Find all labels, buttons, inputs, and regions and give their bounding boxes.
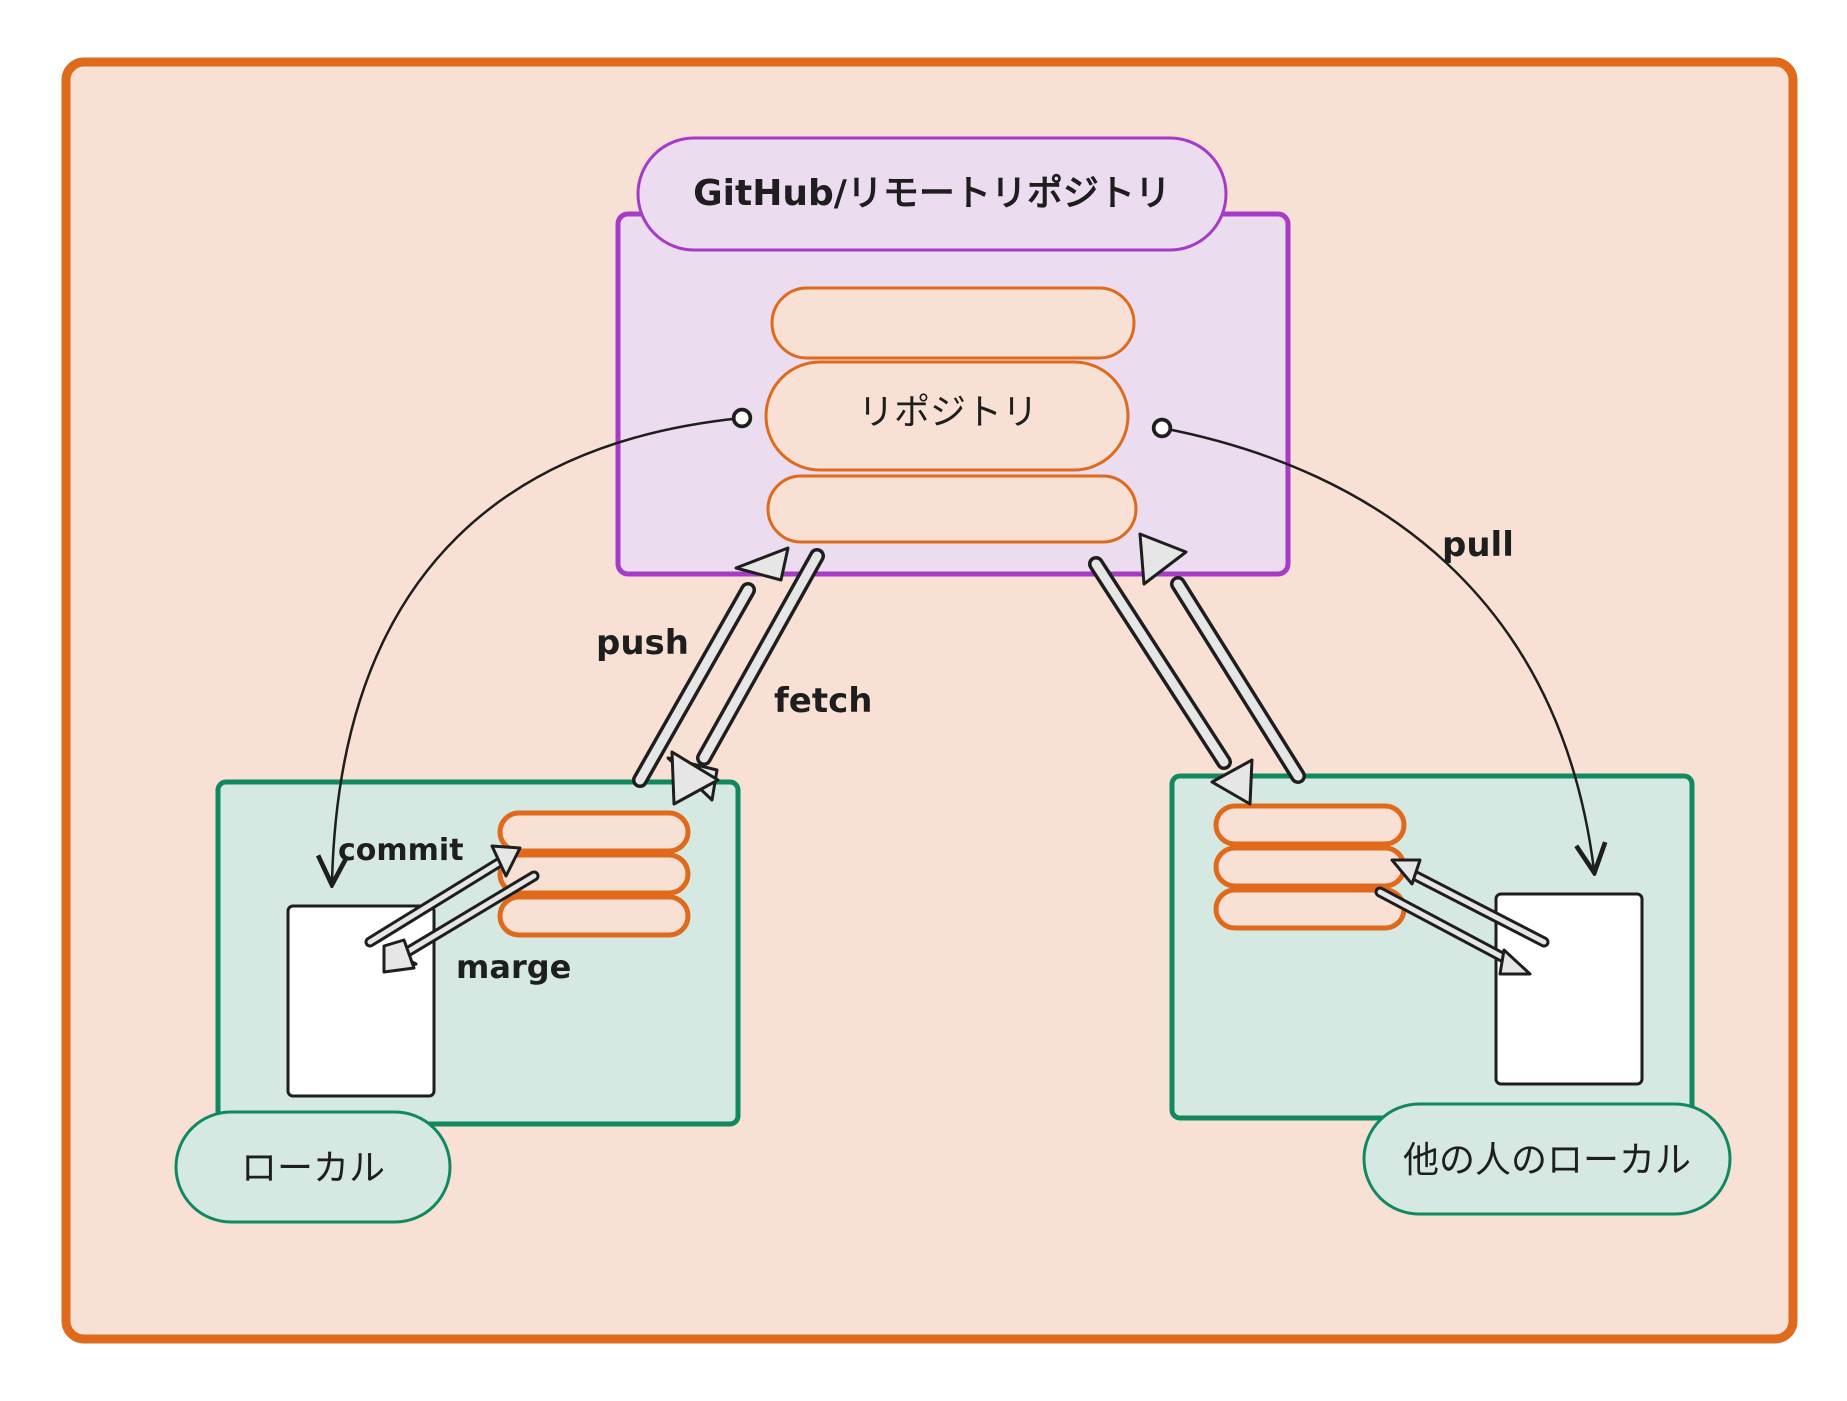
local-label: ローカル [241, 1148, 385, 1189]
repo-stack-bottom [766, 474, 1138, 544]
commit-label: commit [338, 833, 464, 868]
remote-title-pill [636, 136, 1228, 252]
fetch-label: fetch [774, 681, 872, 721]
other-stack-1 [1213, 803, 1407, 847]
other-local-label-pill [1362, 1102, 1732, 1216]
other-small-arrows [1374, 858, 1550, 976]
pull-curve-arrow [1162, 428, 1594, 870]
merge-label: marge [456, 948, 571, 986]
other-stack-2 [1213, 845, 1407, 889]
local-stack-1 [497, 810, 691, 854]
clone-curve-arrow [332, 418, 742, 882]
push-label: push [596, 623, 689, 663]
local-stack-3 [497, 894, 691, 938]
other-local-label: 他の人のローカル [1403, 1140, 1691, 1181]
remote-title: GitHub/リモートリポジトリ [693, 172, 1171, 214]
other-stack-3 [1213, 887, 1407, 931]
repo-stack-top [770, 286, 1136, 360]
repo-stack-middle [764, 360, 1130, 472]
pull-label: pull [1442, 525, 1514, 565]
merge-arrow [382, 870, 540, 974]
local-working-file [286, 904, 436, 1098]
remote-repository-group: GitHub/リモートリポジトリ リポジトリ [615, 136, 1291, 577]
other-stack-to-file-arrow [1374, 886, 1532, 976]
local-label-pill [174, 1110, 452, 1224]
repo-label: リポジトリ [858, 392, 1038, 433]
